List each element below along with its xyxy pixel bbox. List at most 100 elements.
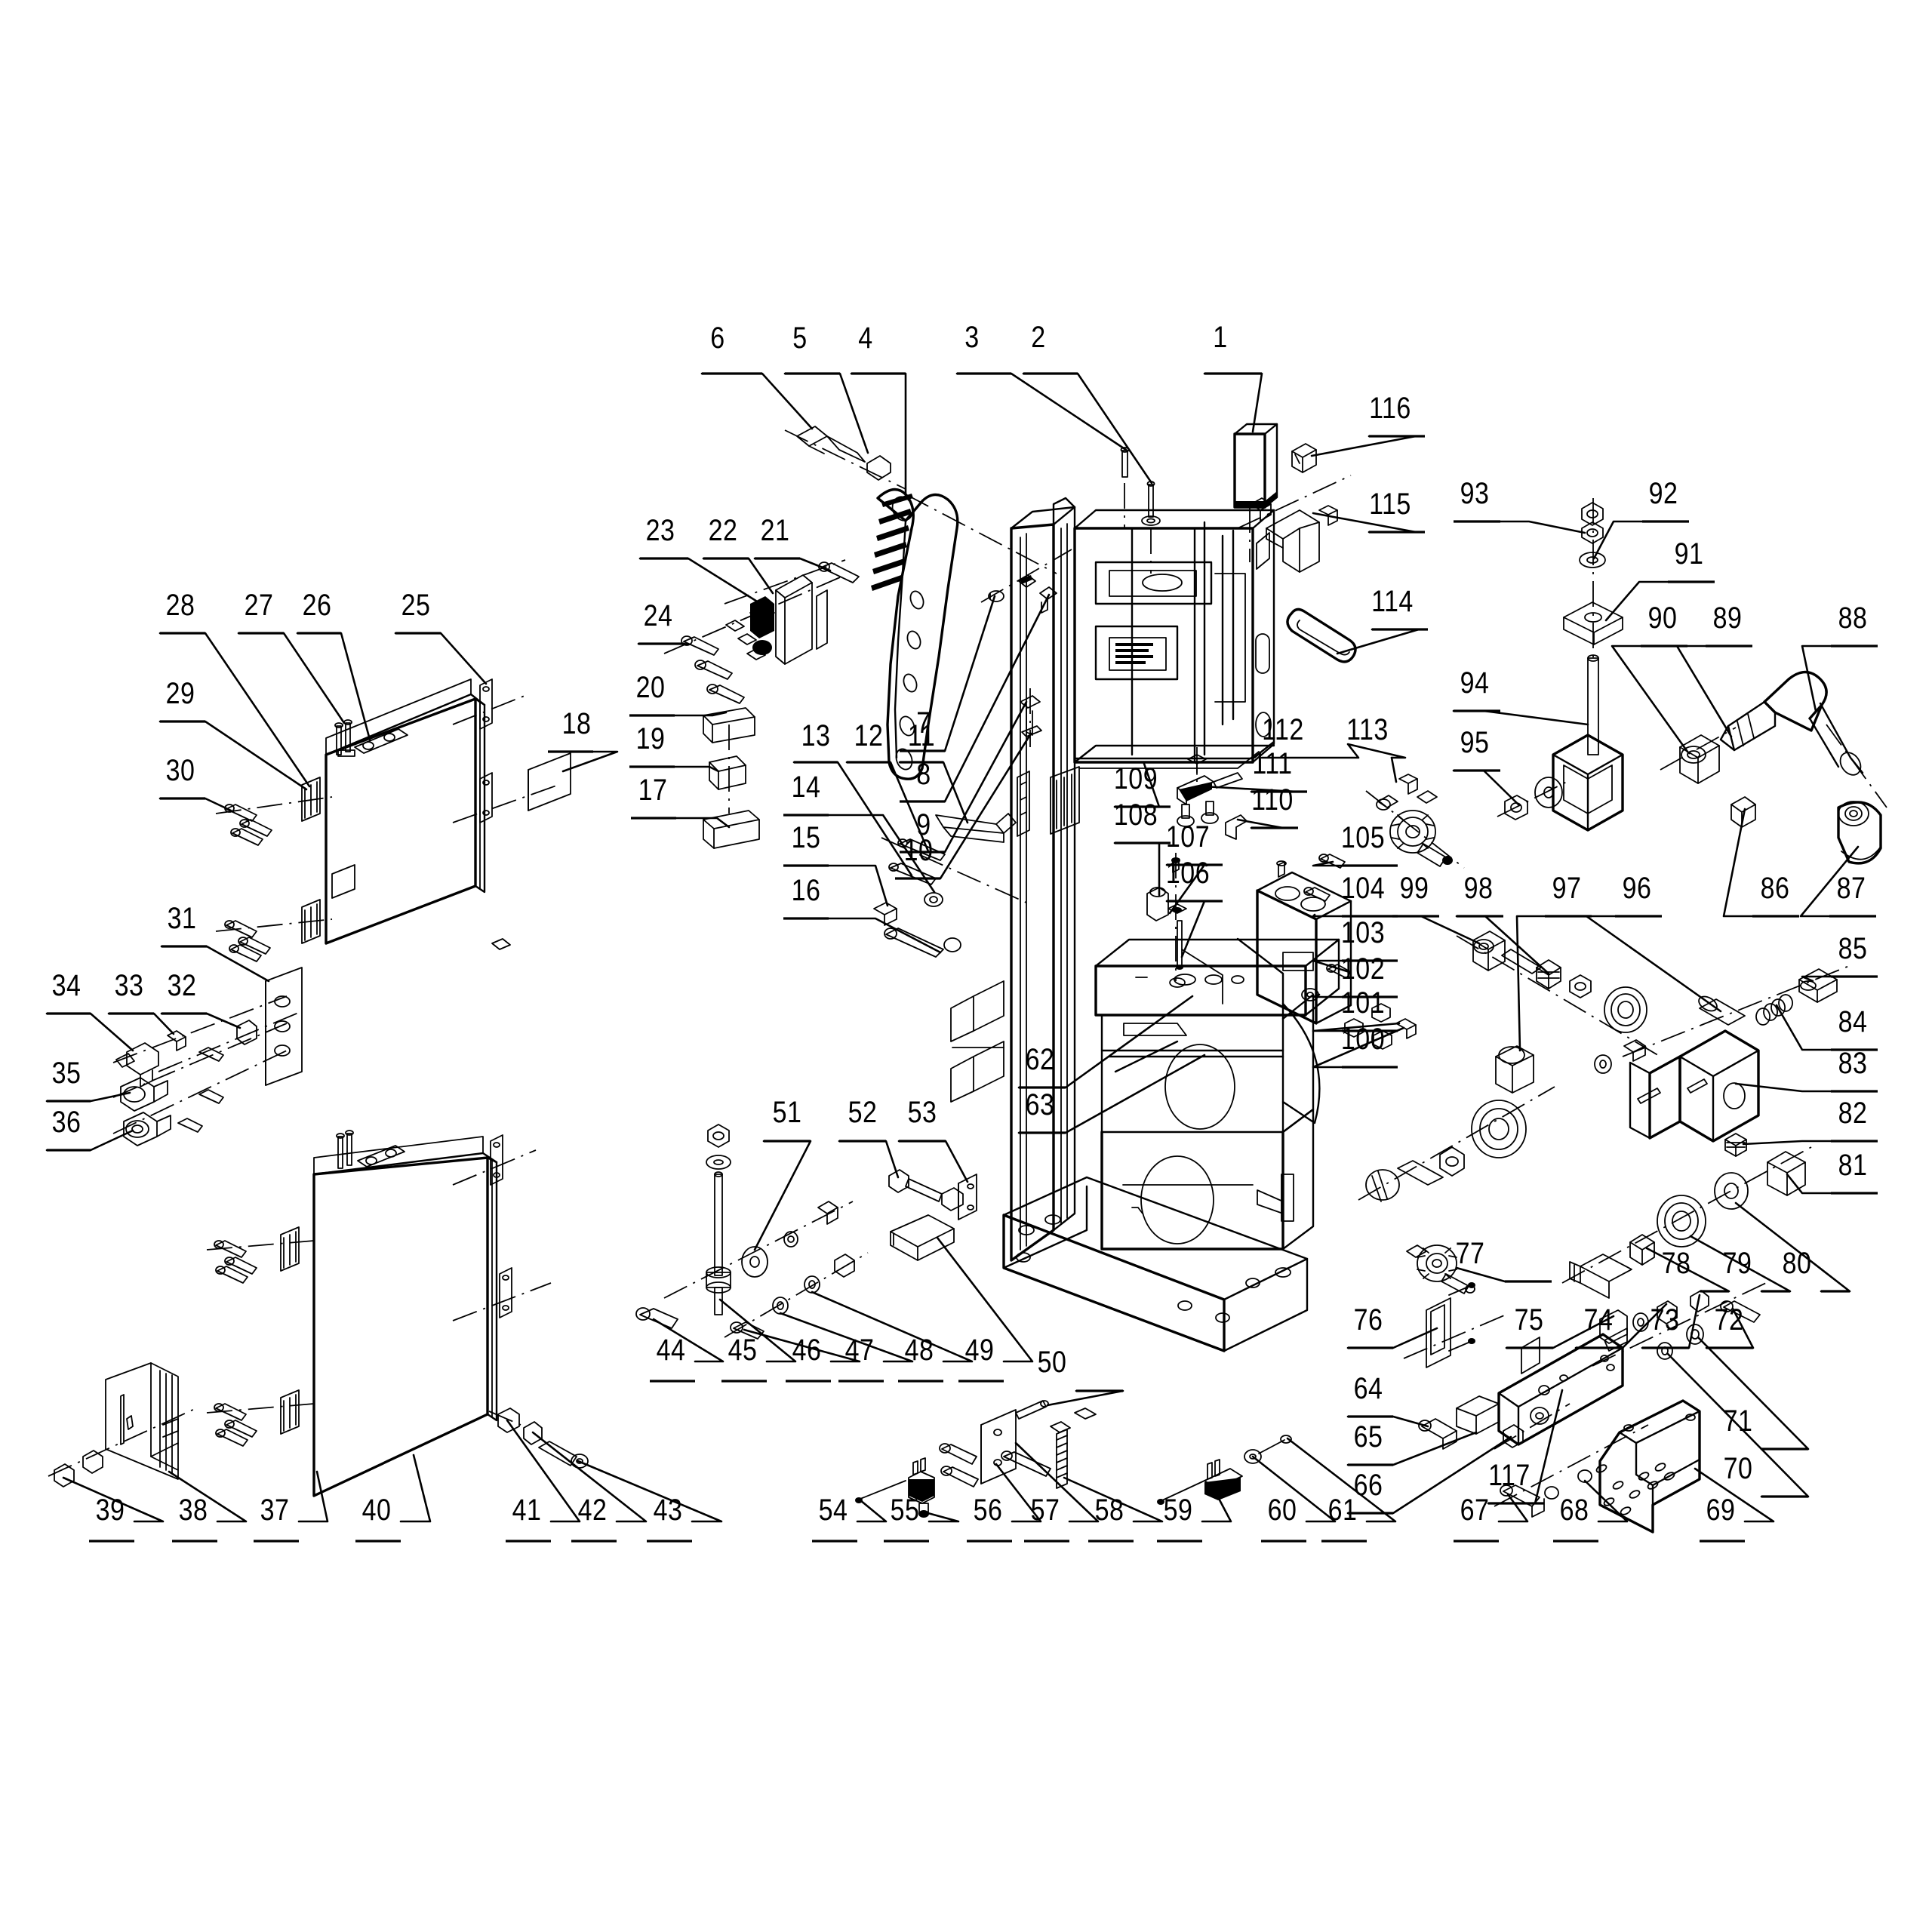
callout-rules (47, 372, 1878, 1543)
callout-99: 99 (1392, 873, 1436, 903)
callout-number: 10 (903, 833, 934, 868)
callout-number: 111 (1252, 746, 1293, 781)
callout-number: 85 (1838, 931, 1868, 966)
callout-number: 68 (1559, 1493, 1589, 1527)
callout-number: 28 (165, 588, 195, 623)
callout-106: 106 (1158, 858, 1217, 888)
callout-80: 80 (1775, 1248, 1819, 1278)
callout-number: 34 (51, 968, 82, 1003)
callout-29: 29 (158, 678, 202, 709)
callout-107: 107 (1158, 822, 1217, 852)
callout-number: 23 (645, 513, 675, 548)
callout-113: 113 (1338, 715, 1397, 745)
parts-50-54-58-solenoid-assembly (855, 1400, 1097, 1518)
callout-number: 43 (653, 1493, 683, 1527)
callout-62: 62 (1018, 1044, 1062, 1075)
callout-number: 37 (260, 1493, 290, 1527)
callout-91: 91 (1667, 539, 1711, 569)
callout-71: 71 (1716, 1406, 1760, 1436)
callout-number: 80 (1782, 1246, 1812, 1281)
callout-number: 86 (1760, 871, 1790, 906)
callout-number: 109 (1113, 761, 1158, 796)
callout-number: 2 (1031, 320, 1046, 355)
callout-number: 75 (1514, 1303, 1544, 1337)
parts-91-95-bracket (1497, 498, 1624, 832)
callout-number: 90 (1647, 601, 1678, 635)
callout-number: 20 (635, 670, 666, 705)
callout-number: 4 (858, 321, 873, 355)
callout-number: 60 (1267, 1493, 1297, 1527)
callout-86: 86 (1753, 873, 1797, 903)
callout-17: 17 (631, 775, 675, 805)
callout-number: 63 (1025, 1088, 1055, 1122)
callout-number: 14 (791, 770, 821, 804)
callout-65: 65 (1346, 1422, 1390, 1452)
callout-number: 78 (1661, 1246, 1691, 1281)
callout-35: 35 (45, 1058, 88, 1088)
callout-number: 42 (577, 1493, 608, 1527)
callout-number: 56 (973, 1493, 1003, 1527)
parts-88-90-arm (1660, 670, 1887, 808)
callout-number: 46 (792, 1333, 822, 1367)
callout-26: 26 (295, 590, 339, 620)
callout-5: 5 (778, 323, 822, 353)
callout-112: 112 (1254, 715, 1312, 745)
callout-number: 69 (1706, 1493, 1736, 1527)
callout-number: 112 (1262, 712, 1304, 747)
callout-41: 41 (505, 1495, 549, 1525)
callout-81: 81 (1831, 1150, 1875, 1180)
callout-number: 71 (1723, 1404, 1753, 1438)
callout-13: 13 (794, 721, 838, 751)
callout-number: 9 (916, 808, 931, 842)
callout-58: 58 (1088, 1495, 1131, 1525)
callout-94: 94 (1453, 668, 1497, 698)
parts-44-51-shaft-assembly (635, 1124, 977, 1340)
callout-10: 10 (897, 835, 940, 866)
callout-number: 106 (1165, 856, 1211, 891)
callout-64: 64 (1346, 1374, 1390, 1404)
parts-64-77-pedal-assembly (1403, 1244, 1767, 1534)
callout-number: 25 (401, 588, 431, 623)
callout-34: 34 (45, 971, 88, 1001)
callout-12: 12 (847, 721, 891, 751)
callout-number: 87 (1836, 871, 1866, 906)
callout-number: 116 (1369, 391, 1411, 426)
callout-3: 3 (950, 322, 994, 352)
callout-number: 32 (167, 968, 197, 1003)
callout-88: 88 (1831, 603, 1875, 633)
callout-number: 72 (1714, 1303, 1744, 1337)
callout-98: 98 (1457, 873, 1500, 903)
callout-number: 19 (635, 721, 666, 756)
callout-22: 22 (701, 515, 745, 546)
callout-number: 64 (1353, 1371, 1383, 1406)
callout-32: 32 (160, 971, 204, 1001)
callout-number: 44 (656, 1333, 686, 1367)
callout-number: 52 (848, 1095, 878, 1130)
callout-number: 74 (1583, 1303, 1614, 1337)
callout-116: 116 (1361, 393, 1420, 423)
callout-66: 66 (1346, 1470, 1390, 1500)
callout-number: 88 (1838, 601, 1868, 635)
callout-104: 104 (1334, 873, 1392, 903)
callout-60: 60 (1260, 1495, 1304, 1525)
callout-number: 21 (760, 513, 790, 548)
callout-24: 24 (636, 601, 680, 631)
callout-number: 76 (1353, 1303, 1383, 1337)
callout-102: 102 (1334, 954, 1392, 984)
callout-115: 115 (1361, 489, 1420, 519)
callout-100: 100 (1334, 1024, 1392, 1054)
callout-19: 19 (629, 724, 672, 754)
callout-97: 97 (1545, 873, 1589, 903)
parts-7-8-9-10 (980, 549, 1072, 747)
callout-92: 92 (1641, 478, 1685, 509)
callout-number: 102 (1340, 952, 1386, 986)
callout-79: 79 (1715, 1248, 1759, 1278)
callout-number: 49 (964, 1333, 995, 1367)
callout-number: 40 (361, 1493, 392, 1527)
callout-84: 84 (1831, 1007, 1875, 1037)
callout-30: 30 (158, 755, 202, 786)
callout-number: 117 (1488, 1458, 1531, 1493)
callout-number: 26 (302, 588, 332, 623)
callout-53: 53 (900, 1097, 944, 1128)
callout-14: 14 (784, 772, 828, 802)
